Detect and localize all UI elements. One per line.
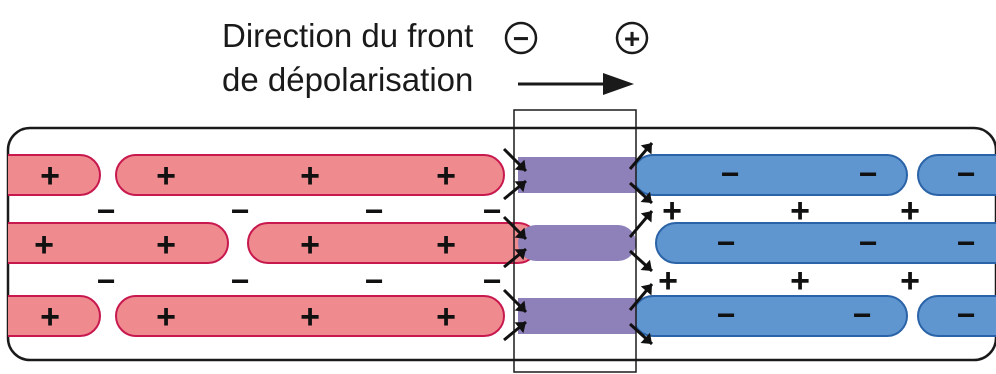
minus-sign: − (717, 297, 736, 333)
plus-sign: + (658, 262, 678, 300)
current-arrow-icon (628, 210, 654, 238)
minus-sign: − (231, 193, 250, 229)
title-line-2: de dépolarisation (222, 61, 474, 98)
svg-text:+: + (624, 23, 640, 54)
direction-arrow-icon (518, 73, 634, 95)
positive-charge-icon: + (615, 21, 649, 55)
current-arrow-icon (628, 249, 654, 273)
transition-segment (518, 225, 636, 261)
svg-text:−: − (513, 23, 529, 54)
depolarized-cell (115, 295, 505, 337)
current-arrow-icon (502, 215, 528, 241)
depolarized-cell (115, 154, 505, 196)
plus-sign: + (790, 192, 810, 230)
current-arrow-icon (503, 179, 527, 201)
minus-sign: − (721, 156, 740, 192)
plus-sign: + (156, 157, 176, 195)
current-arrow-icon (502, 147, 528, 173)
negative-charge-icon: − (504, 21, 538, 55)
current-arrows (502, 142, 654, 346)
transition-segment (518, 298, 636, 334)
current-arrow-icon (503, 247, 527, 269)
resting-cell (917, 295, 996, 337)
depolarized-cell (8, 295, 101, 337)
plus-sign: + (300, 157, 320, 195)
resting-cell (655, 222, 996, 264)
diagram-title: Direction du front de dépolarisation (222, 14, 473, 102)
title-line-1: Direction du front (222, 17, 474, 54)
plus-sign: + (156, 226, 176, 264)
plus-sign: + (790, 262, 810, 300)
transition-segment (518, 157, 636, 193)
cell-rows (8, 154, 996, 337)
plus-sign: + (34, 226, 54, 264)
minus-sign: − (859, 156, 878, 192)
minus-sign: − (97, 263, 116, 299)
minus-sign: − (483, 193, 502, 229)
current-arrow-icon (628, 142, 654, 170)
minus-sign: − (97, 193, 116, 229)
plus-sign: + (40, 298, 60, 336)
charge-signs: ++++++++++++−−−−−−−−−−−−−−−−−++++++ (34, 156, 975, 336)
depolarized-cell (8, 154, 101, 196)
plus-sign: + (900, 262, 920, 300)
minus-sign: − (231, 263, 250, 299)
minus-sign: − (957, 297, 976, 333)
plus-sign: + (300, 298, 320, 336)
plus-sign: + (900, 192, 920, 230)
current-arrow-icon (628, 181, 654, 205)
minus-sign: − (365, 193, 384, 229)
plus-sign: + (436, 226, 456, 264)
plus-sign: + (436, 298, 456, 336)
minus-sign: − (957, 156, 976, 192)
plus-sign: + (662, 192, 682, 230)
minus-sign: − (859, 225, 878, 261)
plus-sign: + (300, 226, 320, 264)
minus-sign: − (853, 297, 872, 333)
plus-sign: + (436, 157, 456, 195)
minus-sign: − (717, 225, 736, 261)
minus-sign: − (365, 263, 384, 299)
minus-sign: − (483, 263, 502, 299)
plus-sign: + (40, 157, 60, 195)
minus-sign: − (957, 225, 976, 261)
depolarized-cell (247, 222, 539, 264)
current-arrow-icon (502, 288, 528, 314)
plus-sign: + (156, 298, 176, 336)
current-arrow-icon (628, 322, 654, 346)
current-arrow-icon (628, 283, 654, 311)
depolarized-cell (8, 222, 229, 264)
current-arrow-icon (503, 320, 527, 342)
depolarization-front-box (513, 109, 637, 373)
resting-cell (917, 154, 996, 196)
